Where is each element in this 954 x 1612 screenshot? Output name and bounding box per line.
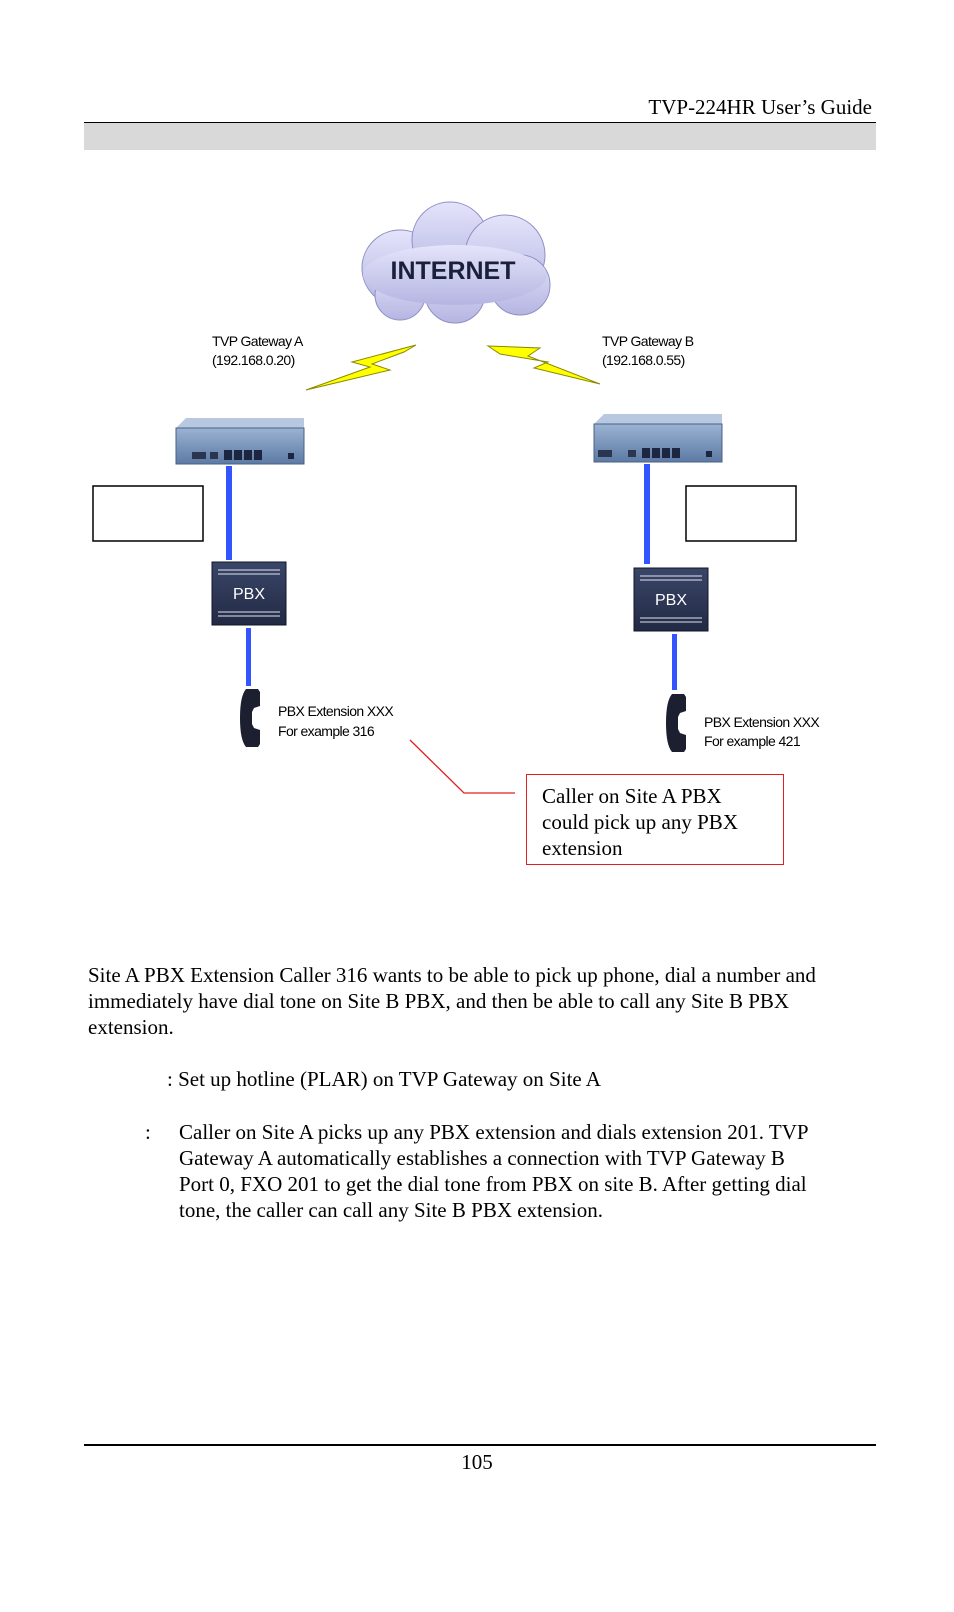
site-b-label-box bbox=[685, 485, 797, 542]
lightning-bolt-right-icon bbox=[486, 345, 601, 385]
link-gateway-a-pbx bbox=[226, 466, 232, 560]
description-paragraph: Site A PBX Extension Caller 316 wants to… bbox=[88, 962, 878, 1040]
link-gateway-b-pbx bbox=[644, 464, 650, 564]
callout-line1: Caller on Site A PBX bbox=[542, 784, 722, 808]
result-block: Caller on Site A picks up any PBX extens… bbox=[179, 1119, 879, 1223]
pbx-a-icon bbox=[211, 561, 287, 626]
pbx-b-icon bbox=[633, 567, 709, 632]
lightning-bolt-left-icon bbox=[305, 344, 417, 391]
callout-line2: could pick up any PBX bbox=[542, 810, 738, 834]
ext-a-line1: PBX Extension XXX bbox=[278, 703, 394, 719]
callout-box: Caller on Site A PBX could pick up any P… bbox=[526, 774, 784, 865]
header-title: TVP-224HR User’s Guide bbox=[648, 95, 872, 119]
internet-label: INTERNET bbox=[391, 257, 516, 285]
setup-line: : Set up hotline (PLAR) on TVP Gateway o… bbox=[167, 1067, 601, 1091]
para-line2: immediately have dial tone on Site B PBX… bbox=[88, 989, 790, 1013]
header-band bbox=[84, 123, 876, 150]
callout-leader-line bbox=[409, 739, 515, 794]
result-line4: tone, the caller can call any Site B PBX… bbox=[179, 1198, 603, 1222]
ext-b-line1: PBX Extension XXX bbox=[704, 714, 820, 730]
result-line3: Port 0, FXO 201 to get the dial tone fro… bbox=[179, 1172, 807, 1196]
para-line3: extension. bbox=[88, 1015, 174, 1039]
header-rule bbox=[84, 122, 876, 123]
pbx-a-label: PBX bbox=[233, 586, 265, 603]
internet-cloud-icon bbox=[361, 201, 551, 324]
result-line2: Gateway A automatically establishes a co… bbox=[179, 1146, 785, 1170]
phone-a-icon bbox=[240, 689, 260, 747]
gateway-a-name: TVP Gateway A bbox=[212, 333, 304, 349]
site-a-label-box bbox=[92, 485, 204, 542]
callout-line3: extension bbox=[542, 836, 623, 860]
phone-b-icon bbox=[666, 694, 686, 752]
network-diagram: INTERNET TVP Gateway A (192.168.0.20) TV… bbox=[92, 201, 821, 794]
gateway-a-ip: (192.168.0.20) bbox=[212, 352, 295, 368]
gateway-a-device-icon bbox=[175, 418, 305, 465]
footer-rule bbox=[84, 1444, 876, 1446]
result-line1: Caller on Site A picks up any PBX extens… bbox=[179, 1120, 809, 1144]
para-line1: Site A PBX Extension Caller 316 wants to… bbox=[88, 963, 816, 987]
gateway-b-name: TVP Gateway B bbox=[602, 333, 694, 349]
pbx-b-label: PBX bbox=[655, 592, 687, 609]
ext-a-line2: For example 316 bbox=[278, 723, 375, 739]
link-pbx-a-phone bbox=[246, 628, 251, 686]
ext-b-line2: For example 421 bbox=[704, 733, 801, 749]
gateway-b-device-icon bbox=[593, 414, 723, 463]
link-pbx-b-phone bbox=[672, 634, 677, 690]
result-colon: : bbox=[145, 1120, 151, 1144]
page-number: 105 bbox=[461, 1450, 493, 1474]
gateway-b-ip: (192.168.0.55) bbox=[602, 352, 685, 368]
